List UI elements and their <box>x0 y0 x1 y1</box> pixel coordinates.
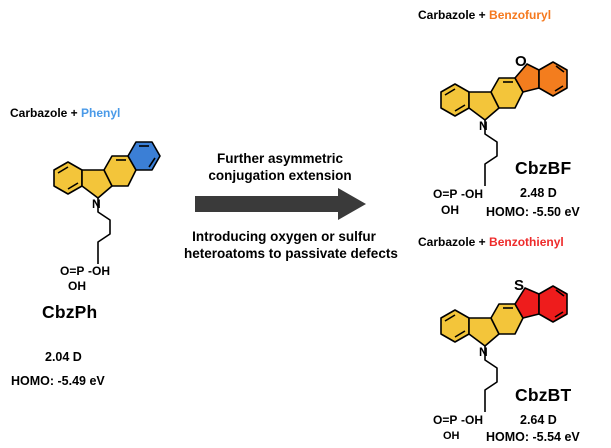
ring-benzo <box>538 285 568 323</box>
ring-pyrrole <box>468 91 500 121</box>
atom-oh2: OH <box>68 279 86 293</box>
atom-op: O=P <box>433 413 457 427</box>
process-line-2: conjugation extension <box>208 168 352 183</box>
arrow-shape <box>195 188 366 220</box>
name-cbzph: CbzPh <box>42 302 98 322</box>
name-cbzbt: CbzBT <box>515 385 572 405</box>
header-cbzph: Carbazole + Phenyl <box>10 106 120 120</box>
atom-n: N <box>479 119 488 133</box>
header-cbzbf-accent: Benzofuryl <box>489 8 552 22</box>
dipole-cbzph: 2.04 D <box>45 350 82 364</box>
ring-pyrrole <box>81 169 113 199</box>
atom-oh1: -OH <box>461 187 483 201</box>
butyl-chain <box>97 198 111 256</box>
name-cbzbf: CbzBF <box>515 158 572 178</box>
header-cbzbt-accent: Benzothienyl <box>489 235 564 249</box>
header-cbzbf-base: Carbazole + <box>418 8 490 22</box>
atom-oh1: -OH <box>88 264 110 278</box>
process-line-4: heteroatoms to passivate defects <box>184 246 398 261</box>
ring-benzo <box>538 61 568 97</box>
dipole-cbzbt: 2.64 D <box>520 413 557 427</box>
header-cbzph-base: Carbazole + <box>10 106 82 120</box>
ring-benzene-left <box>440 83 470 117</box>
atom-n: N <box>479 345 488 359</box>
header-cbzbt: Carbazole + Benzothienyl <box>418 235 564 249</box>
header-cbzbt-base: Carbazole + <box>418 235 490 249</box>
process-line-3: Introducing oxygen or sulfur <box>192 229 376 244</box>
atom-n: N <box>92 197 101 211</box>
butyl-chain <box>484 120 498 178</box>
atom-o-furan: O <box>515 53 527 70</box>
homo-cbzph: HOMO: -5.49 eV <box>11 374 105 388</box>
dipole-cbzbf: 2.48 D <box>520 186 557 200</box>
process-bottom-text: Introducing oxygen or sulfur heteroatoms… <box>184 228 398 262</box>
process-line-1: Further asymmetric <box>216 151 344 166</box>
ring-benzene-left <box>440 309 470 343</box>
molecule-cbzbf: O N O=P -OH OH <box>433 53 568 217</box>
header-cbzbf: Carbazole + Benzofuryl <box>418 8 551 22</box>
header-cbzph-accent: Phenyl <box>81 106 121 120</box>
molecule-cbzph: N O=P -OH OH <box>53 141 161 293</box>
ring-benzene-left <box>53 161 83 195</box>
atom-oh1: -OH <box>461 413 483 427</box>
butyl-chain <box>484 346 498 404</box>
atom-oh2: OH <box>441 203 459 217</box>
atom-op: O=P <box>433 187 457 201</box>
molecule-cbzbt: S N O=P -OH OH <box>433 277 568 442</box>
atom-op: O=P <box>60 264 84 278</box>
process-top-text: Further asymmetric conjugation extension <box>190 150 370 184</box>
homo-cbzbf: HOMO: -5.50 eV <box>486 205 580 219</box>
atom-oh2: OH <box>443 430 460 442</box>
atom-s-thiophene: S <box>514 277 524 294</box>
ring-pyrrole <box>468 317 500 347</box>
homo-cbzbt: HOMO: -5.54 eV <box>486 430 580 444</box>
